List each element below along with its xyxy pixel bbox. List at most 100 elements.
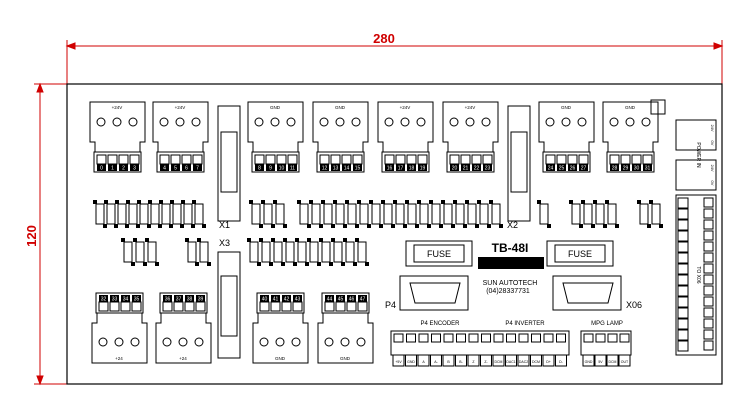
strip-pin-label: GND bbox=[407, 360, 415, 364]
pin-number: 19 bbox=[420, 166, 426, 172]
component bbox=[185, 238, 199, 266]
component bbox=[192, 200, 206, 228]
pin-number-box bbox=[163, 295, 172, 302]
group-label-mpg: MPG LAMP bbox=[591, 321, 623, 327]
pin-number: 40 bbox=[262, 297, 268, 303]
pin-number: 31 bbox=[645, 166, 651, 172]
mpg-pin-label: DCM bbox=[609, 360, 617, 364]
component bbox=[605, 200, 619, 228]
mpg-pin-label: OUT bbox=[621, 360, 629, 364]
component bbox=[637, 200, 651, 228]
pin-number: 34 bbox=[123, 297, 129, 303]
component bbox=[333, 200, 347, 228]
pin-number: 45 bbox=[338, 297, 344, 303]
pin-number: 0 bbox=[100, 166, 103, 172]
db-connector-x06 bbox=[552, 275, 622, 311]
company-name: SUN AUTOTECH bbox=[483, 280, 538, 287]
component bbox=[309, 200, 323, 228]
pin-number: 28 bbox=[612, 166, 618, 172]
component bbox=[489, 200, 503, 228]
pin-number: 35 bbox=[134, 297, 140, 303]
component bbox=[273, 200, 287, 228]
pin-number-box bbox=[108, 164, 117, 171]
label-x06: X06 bbox=[626, 300, 642, 310]
component bbox=[126, 200, 140, 228]
label-to-x06: TO X06 bbox=[695, 266, 701, 283]
pin-number-box bbox=[407, 164, 416, 171]
pin-number-box bbox=[130, 164, 139, 171]
component bbox=[393, 200, 407, 228]
strip-pin-label: A bbox=[422, 360, 425, 364]
pin-number: 5 bbox=[174, 166, 177, 172]
pin-number-box bbox=[282, 295, 291, 302]
component bbox=[355, 238, 369, 266]
label-p4: P4 bbox=[385, 300, 396, 310]
power-pin-label: 0V bbox=[710, 141, 715, 146]
terminal-bottom-label: GND bbox=[275, 356, 286, 361]
pin-number-box bbox=[418, 164, 427, 171]
component bbox=[249, 200, 263, 228]
company-phone: (04)28337731 bbox=[486, 288, 530, 295]
component bbox=[321, 200, 335, 228]
component bbox=[477, 200, 491, 228]
components bbox=[93, 200, 663, 266]
label-power-in: POWER IN bbox=[695, 142, 701, 168]
power-pin-label: 24V bbox=[710, 164, 715, 171]
component bbox=[181, 200, 195, 228]
pin-number: 8 bbox=[258, 166, 261, 172]
pin-number-box bbox=[182, 164, 191, 171]
component bbox=[429, 200, 443, 228]
pin-number-box bbox=[483, 164, 492, 171]
pin-number-box bbox=[579, 164, 588, 171]
fuse-right: FUSE bbox=[546, 240, 614, 267]
pin-number: 20 bbox=[452, 166, 458, 172]
pin-number-box bbox=[353, 164, 362, 171]
strip-pin-label: B bbox=[447, 360, 450, 364]
ribbon-header-x1 bbox=[217, 105, 241, 222]
pin-number: 6 bbox=[185, 166, 188, 172]
component bbox=[307, 238, 321, 266]
component bbox=[593, 200, 607, 228]
pin-number-box bbox=[396, 164, 405, 171]
group-label-inverter: P4 INVERTER bbox=[505, 321, 545, 327]
pin-number: 9 bbox=[269, 166, 272, 172]
mpg-pin-label: GND bbox=[585, 360, 593, 364]
component bbox=[170, 200, 184, 228]
component bbox=[345, 200, 359, 228]
pin-number: 39 bbox=[198, 297, 204, 303]
pin-number-box bbox=[325, 295, 334, 302]
pin-number-box bbox=[110, 295, 119, 302]
pin-number-box bbox=[385, 164, 394, 171]
pin-number-box bbox=[347, 295, 356, 302]
component bbox=[649, 200, 663, 228]
pin-number: 33 bbox=[112, 297, 118, 303]
width-label: 280 bbox=[373, 31, 395, 46]
pin-number: 42 bbox=[284, 297, 290, 303]
pin-number-box bbox=[568, 164, 577, 171]
svg-text:FUSE: FUSE bbox=[568, 249, 592, 259]
pin-number: 44 bbox=[327, 297, 333, 303]
pin-number-box bbox=[643, 164, 652, 171]
terminal-top-label: +24V bbox=[112, 105, 123, 110]
pin-number-box bbox=[358, 295, 367, 302]
pin-number: 17 bbox=[398, 166, 404, 172]
height-dimension bbox=[34, 82, 67, 386]
mpg-pin-label: 5V bbox=[598, 360, 603, 364]
pin-number-box bbox=[160, 164, 169, 171]
component bbox=[104, 200, 118, 228]
pin-number: 11 bbox=[290, 166, 295, 172]
strip-pin-label: DCM bbox=[495, 360, 503, 364]
pin-number: 41 bbox=[273, 297, 279, 303]
component bbox=[197, 238, 211, 266]
terminal-bottom-label: GND bbox=[340, 356, 351, 361]
pin-number-box bbox=[196, 295, 205, 302]
pin-number-box bbox=[336, 295, 345, 302]
